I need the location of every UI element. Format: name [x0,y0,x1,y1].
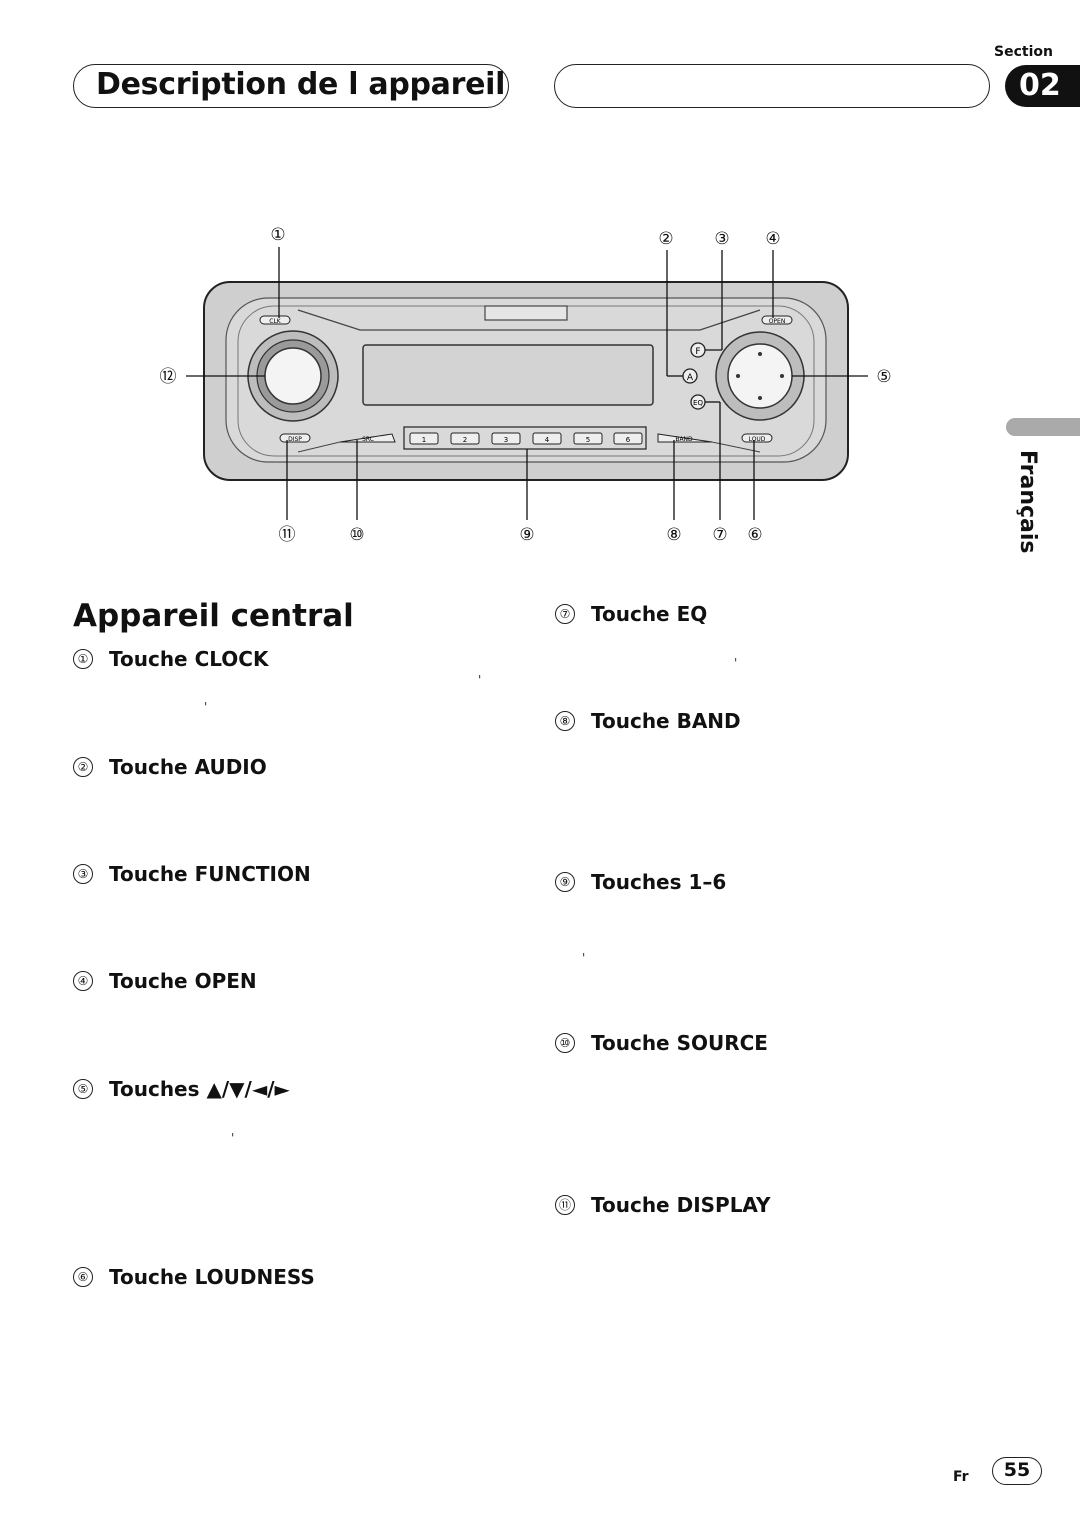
svg-text:1: 1 [422,436,426,444]
item-label: Touches 1–6 [591,870,727,894]
language-tab-bar [1006,418,1080,436]
item-label: Touche DISPLAY [591,1193,771,1217]
item-label: Touche FUNCTION [109,862,311,886]
callout-3: ③ [714,229,729,249]
loudness-button [741,433,773,443]
svg-text:5: 5 [586,436,590,444]
stray-mark: ' [231,1131,235,1145]
callout-4: ④ [765,229,780,249]
preset-button-3 [491,432,521,445]
item-label: Touche EQ [591,602,708,626]
stray-mark: ' [478,673,482,687]
item-label: Touche LOUDNESS [109,1265,315,1289]
callout-1: ① [270,225,285,245]
preset-buttons: 1 2 3 4 5 6 [409,432,643,445]
band-button [657,433,713,443]
footer-language-code: Fr [953,1469,969,1485]
disc-slot [484,305,568,321]
preset-button-4 [532,432,562,445]
volume-knob [264,347,322,405]
item-label: Touches ▲/▼/◄/► [109,1077,290,1101]
item-label: Touche BAND [591,709,741,733]
item-label: Touche SOURCE [591,1031,768,1055]
display-window [362,344,654,406]
svg-text:BAND: BAND [675,436,693,443]
svg-text:OPEN: OPEN [769,318,786,325]
item-label: Touche AUDIO [109,755,267,779]
blank-header-pill [554,64,990,108]
callout-9: ⑨ [519,525,534,545]
head-unit-diagram: F A EQ CLK OPEN DISP LOUD SRC BAND 1 2 3… [160,225,892,545]
svg-text:LOUD: LOUD [749,436,766,443]
callout-10: ⑩ [349,525,364,545]
item-label: Touche OPEN [109,969,257,993]
svg-text:A: A [687,373,694,383]
callout-2: ② [658,229,673,249]
callout-12: ⑫ [160,367,177,387]
subsection-title: Appareil central [73,598,354,634]
svg-text:4: 4 [545,436,550,444]
callout-6: ⑥ [747,525,762,545]
preset-button-5 [573,432,603,445]
preset-button-2 [450,432,480,445]
stray-mark: ' [582,951,586,965]
svg-text:CLK: CLK [269,318,282,325]
section-number-badge: 02 [1005,65,1080,107]
preset-button-1 [409,432,439,445]
svg-text:SRC: SRC [362,436,374,443]
preset-button-6 [613,432,643,445]
callout-7: ⑦ [712,525,727,545]
clock-button [259,315,291,325]
page-number: 55 [992,1457,1042,1485]
callout-11: ⑪ [279,525,296,545]
callout-5: ⑤ [876,367,891,387]
svg-text:F: F [695,347,700,357]
open-button [761,315,793,325]
preset-buttons-group [403,426,647,450]
section-title: Description de l appareil [96,67,506,102]
stray-mark: ' [734,656,738,670]
leader-lines [186,247,868,520]
item-label: Touche CLOCK [109,647,269,671]
svg-text:3: 3 [504,436,508,444]
svg-text:2: 2 [463,436,467,444]
section-label: Section [994,44,1053,60]
svg-text:6: 6 [626,436,631,444]
svg-text:EQ: EQ [693,399,703,407]
section-title-pill: Description de l appareil [73,64,509,108]
svg-text:DISP: DISP [288,436,302,443]
source-button [339,433,396,443]
stray-mark: ' [204,700,208,714]
callout-8: ⑧ [666,525,681,545]
